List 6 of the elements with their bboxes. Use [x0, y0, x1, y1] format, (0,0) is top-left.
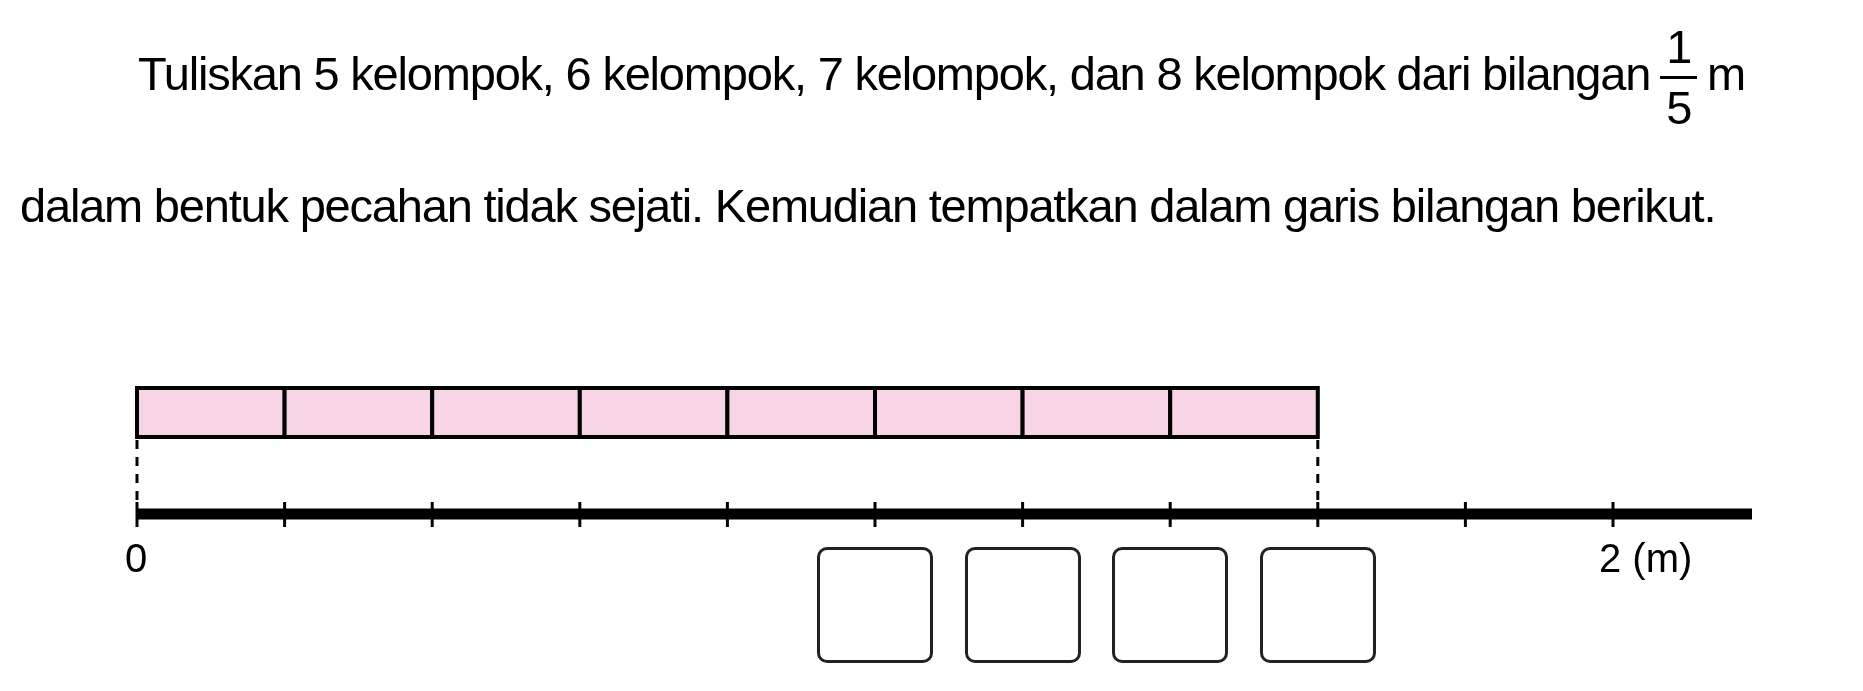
answer-box — [817, 547, 933, 663]
answer-box — [1259, 547, 1376, 663]
answer-box — [964, 547, 1081, 663]
tick-label: 2 (m) — [1599, 536, 1693, 580]
answer-box — [1112, 547, 1229, 663]
tick-label: 0 — [125, 536, 148, 580]
